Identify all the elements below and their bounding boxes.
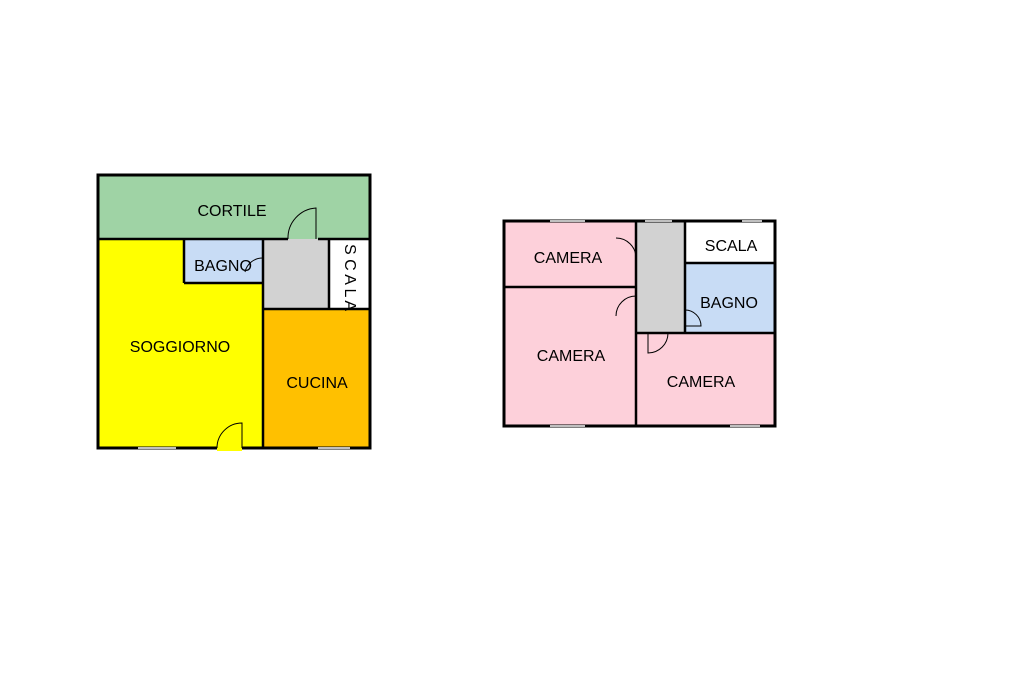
label-camera-2: CAMERA (537, 348, 606, 365)
door-bagno (244, 257, 264, 273)
room-camera-2 (504, 287, 636, 426)
label-cucina: CUCINA (286, 375, 348, 392)
room-disimpegno (263, 239, 329, 309)
label-bagno: BAGNO (194, 258, 252, 275)
door-cortile (287, 207, 317, 240)
room-cortile (98, 175, 370, 239)
room-scala (329, 239, 370, 309)
label-cortile: CORTILE (197, 203, 266, 220)
room-bagno (184, 239, 263, 283)
room-scala (685, 221, 775, 263)
first-floor-plan: CAMERA SCALA BAGNO CAMERA CAMERA (502, 219, 777, 428)
label-camera-1: CAMERA (534, 250, 603, 267)
door-bagno (684, 309, 702, 327)
room-cucina (263, 309, 370, 448)
room-camera-3 (636, 333, 775, 426)
label-soggiorno: SOGGIORNO (130, 339, 230, 356)
room-camera-1 (504, 221, 636, 287)
label-bagno: BAGNO (700, 295, 758, 312)
label-camera-3: CAMERA (667, 374, 736, 391)
label-scala: SCALA (705, 238, 758, 255)
label-scala: S C A L A (341, 244, 358, 311)
door-entrance (216, 422, 243, 449)
door-camera-2 (615, 295, 637, 317)
door-camera-1 (615, 237, 637, 259)
door-camera-3 (647, 332, 669, 354)
room-corridoio (636, 221, 685, 333)
ground-floor-plan: CORTILE BAGNO S C A L A SOGGIORNO CUCINA (96, 173, 372, 451)
